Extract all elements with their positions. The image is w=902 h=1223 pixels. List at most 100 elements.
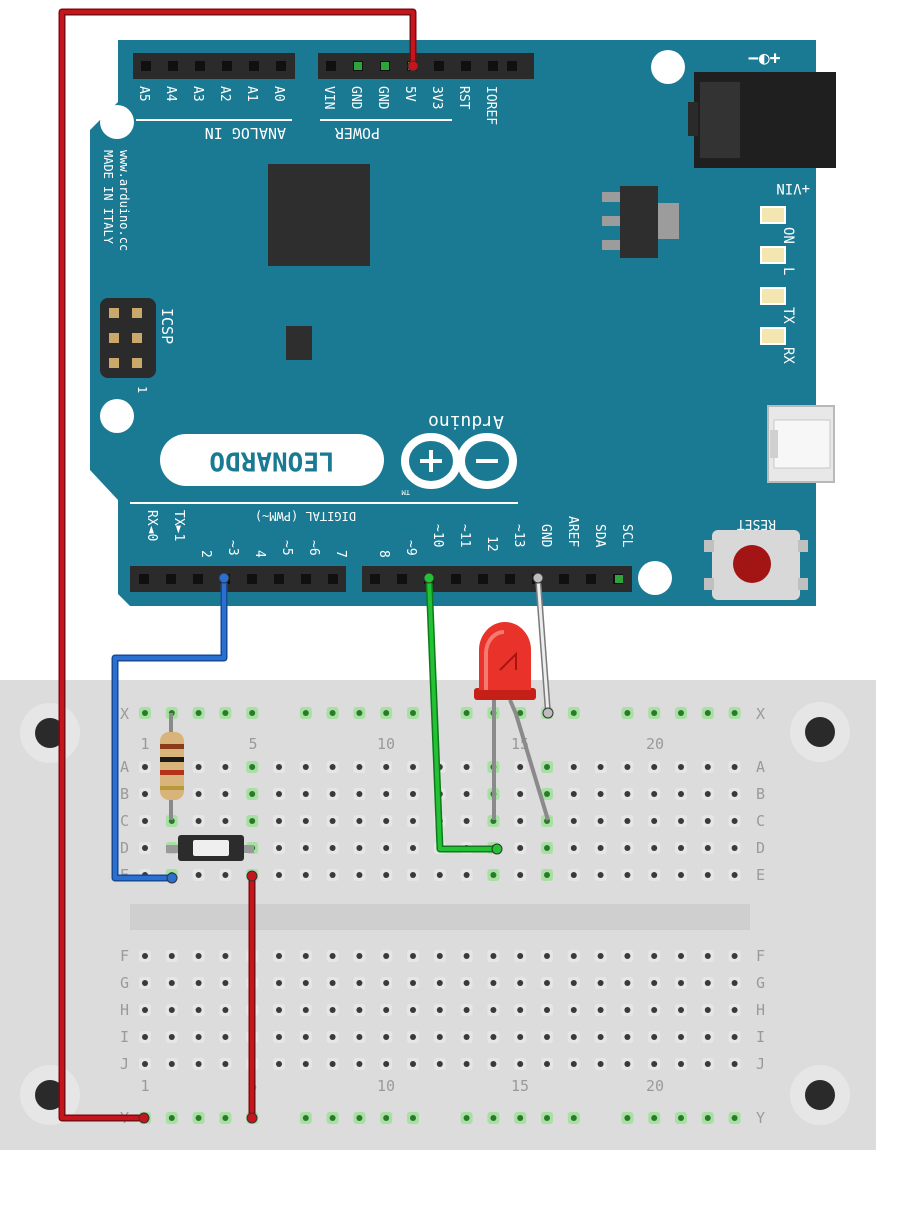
header-pin [301, 574, 311, 584]
header-pin [507, 61, 517, 71]
breadboard-hole-center [410, 791, 416, 797]
breadboard-hole-center [517, 818, 524, 824]
header-pin [370, 574, 380, 584]
breadboard-hole-center [544, 872, 550, 878]
svg-text:10: 10 [377, 735, 395, 753]
svg-text:RX◄0: RX◄0 [144, 510, 159, 541]
breadboard-hole-center [222, 818, 229, 824]
header-pin [139, 574, 149, 584]
header-pin [586, 574, 596, 584]
breadboard-hole-center [329, 980, 336, 986]
breadboard-hole-center [731, 953, 738, 959]
power-jack-label: +VIN [776, 180, 810, 196]
breadboard-hole-center [329, 818, 336, 824]
row-labels: X X A B C D E A B C D E F G H I J F G H … [120, 705, 765, 1127]
breadboard-hole-center [651, 953, 658, 959]
header-pin [249, 61, 259, 71]
resistor [160, 713, 184, 820]
pushbutton[interactable] [166, 835, 254, 861]
breadboard-hole-center [624, 1007, 631, 1013]
breadboard-hole-center [704, 872, 711, 878]
header-pin [434, 61, 444, 71]
svg-text:A1: A1 [244, 86, 259, 102]
header-pin [141, 61, 151, 71]
breadboard-hole-center [356, 872, 363, 878]
breadboard-hole-center [195, 1007, 202, 1013]
breadboard-hole-center [302, 1061, 309, 1067]
breadboard-hole-center [704, 764, 711, 770]
svg-text:ON: ON [780, 227, 796, 244]
breadboard-hole-center [302, 1115, 309, 1121]
breadboard-hole-center [624, 872, 631, 878]
breadboard-hole-center [302, 1007, 309, 1013]
breadboard-hole-center [731, 1007, 738, 1013]
svg-text:~10: ~10 [430, 524, 445, 547]
breadboard-hole-center [356, 1061, 363, 1067]
breadboard-hole-center [597, 845, 604, 851]
breadboard-hole-center [651, 1115, 658, 1121]
svg-text:RST: RST [456, 86, 471, 110]
breadboard-hole-center [678, 791, 684, 797]
small-chip [286, 326, 312, 360]
breadboard-hole-center [142, 764, 148, 770]
breadboard-hole-center [570, 818, 577, 824]
breadboard-hole-center [222, 1007, 229, 1013]
breadboard-hole-center [410, 845, 416, 851]
red-led [474, 622, 536, 700]
breadboard-hole-center [463, 791, 470, 797]
breadboard-hole-center [329, 1034, 336, 1040]
svg-text:2: 2 [198, 550, 213, 558]
breadboard-hole-center [329, 845, 336, 851]
svg-text:C: C [120, 812, 129, 830]
breadboard-hole-center [195, 818, 202, 824]
breadboard-hole-center [731, 1061, 738, 1067]
header-pin-used [615, 575, 623, 583]
header-pin [328, 574, 338, 584]
breadboard-hole-center [544, 980, 550, 986]
breadboard-hole-center [678, 710, 684, 716]
header-pin [168, 61, 178, 71]
breadboard-hole-center [651, 791, 658, 797]
breadboard-hole-center [302, 872, 309, 878]
breadboard-hole-center [517, 1007, 524, 1013]
breadboard-hole-center [463, 1061, 470, 1067]
breadboard-hole-center [195, 764, 202, 770]
breadboard-hole-center [222, 872, 229, 878]
svg-text:D: D [756, 839, 765, 857]
arduino-logo-icon [401, 433, 517, 489]
header-pin [276, 61, 286, 71]
breadboard-hole-center [597, 818, 604, 824]
breadboard-hole-center [731, 791, 738, 797]
breadboard-hole-center [651, 1034, 658, 1040]
svg-text:IOREF: IOREF [483, 86, 498, 125]
rail-label-bottom-right: Y [756, 1109, 765, 1127]
analog-in-label: ANALOG IN [205, 124, 286, 142]
breadboard-channel [130, 904, 750, 930]
breadboard-hole-center [302, 764, 309, 770]
breadboard-hole-center [731, 818, 738, 824]
icsp-header [100, 298, 156, 378]
svg-text:AREF: AREF [565, 516, 580, 547]
breadboard-hole-center [276, 1061, 282, 1067]
breadboard-hole-center [544, 1061, 550, 1067]
breadboard-hole-center [651, 818, 658, 824]
breadboard-hole-center [731, 980, 738, 986]
breadboard-hole-center [195, 710, 202, 716]
svg-text:~9: ~9 [403, 540, 418, 556]
breadboard-hole-center [678, 953, 684, 959]
breadboard-hole-center [436, 1061, 443, 1067]
breadboard-hole-center [142, 845, 148, 851]
breadboard-hole-center [195, 1061, 202, 1067]
polarity-symbol: −◐+ [748, 48, 781, 69]
breadboard-hole-center [142, 1034, 148, 1040]
breadboard-hole-center [276, 1034, 282, 1040]
header-pin [274, 574, 284, 584]
breadboard-hole-center [570, 872, 577, 878]
breadboard-hole-center [276, 1007, 282, 1013]
breadboard-hole-center [651, 1061, 658, 1067]
breadboard-hole-center [678, 818, 684, 824]
breadboard-hole-center [356, 818, 363, 824]
reset-button[interactable] [704, 530, 808, 600]
breadboard-hole-center [276, 845, 282, 851]
